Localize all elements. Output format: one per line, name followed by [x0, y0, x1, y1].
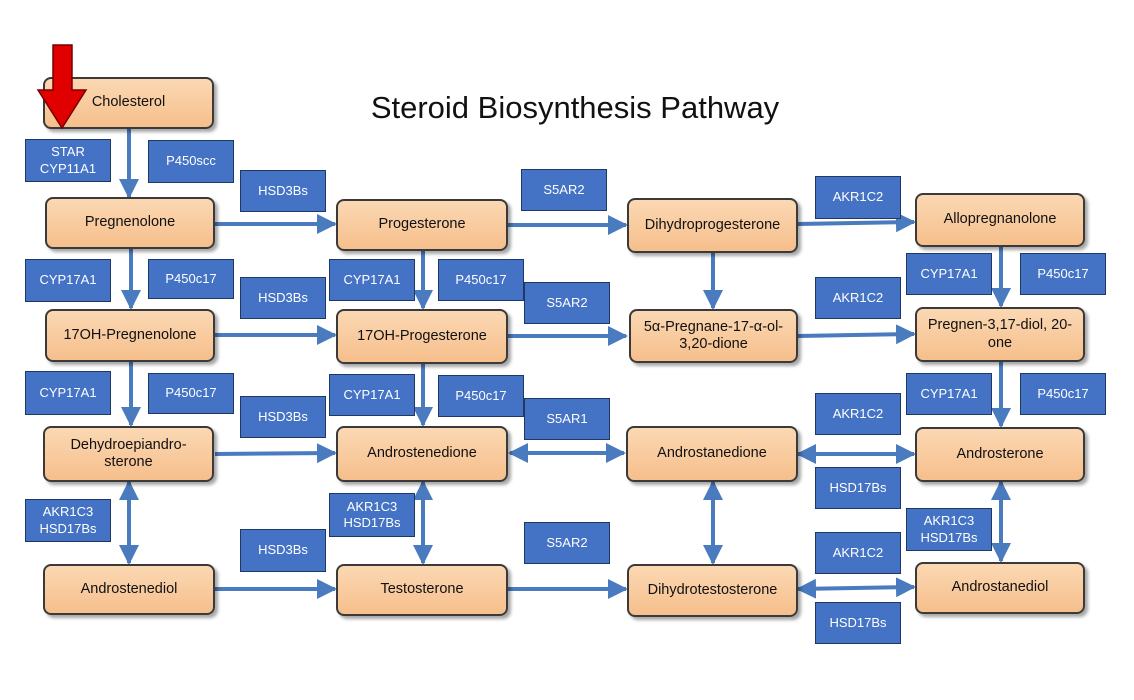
enzyme-hsd3bs-1: HSD3Bs — [240, 170, 326, 212]
enzyme-akr1c3-hsd17bs-3: AKR1C3 HSD17Bs — [906, 508, 992, 551]
enzyme-hsd3bs-4: HSD3Bs — [240, 529, 326, 572]
arrow-dihydroprogesterone-allopregnanolone — [797, 212, 916, 233]
node-androstenediol-left: Androstenediol — [43, 564, 215, 615]
arrow-dihydrotestosterone-androstanediol — [796, 577, 916, 599]
enzyme-star-cyp11a1: STAR CYP11A1 — [25, 139, 111, 182]
enzyme-cyp17a1-6: CYP17A1 — [906, 373, 992, 415]
enzyme-hsd3bs-3: HSD3Bs — [240, 396, 326, 438]
enzyme-p450c17-6: P450c17 — [1020, 373, 1106, 415]
enzyme-p450c17-5: P450c17 — [1020, 253, 1106, 295]
enzyme-cyp17a1-1: CYP17A1 — [25, 259, 111, 302]
enzyme-cyp17a1-5: CYP17A1 — [906, 253, 992, 295]
node-dihydroprogesterone: Dihydroprogesterone — [627, 198, 798, 253]
diagram-title: Steroid Biosynthesis Pathway — [370, 90, 780, 125]
enzyme-akr1c2-3: AKR1C2 — [815, 393, 901, 435]
node-pregnen-diol: Pregnen-3,17-diol, 20- one — [915, 307, 1085, 362]
enzyme-cyp17a1-3: CYP17A1 — [329, 259, 415, 301]
enzyme-s5ar2-3: S5AR2 — [524, 522, 610, 564]
node-17oh-pregnenolone: 17OH-Pregnenolone — [45, 309, 215, 362]
enzyme-p450c17-2: P450c17 — [148, 373, 234, 414]
node-progesterone: Progesterone — [336, 199, 508, 251]
enzyme-cyp17a1-2: CYP17A1 — [25, 371, 111, 415]
enzyme-s5ar2-2: S5AR2 — [524, 282, 610, 324]
enzyme-p450c17-1: P450c17 — [148, 259, 234, 299]
enzyme-akr1c2-2: AKR1C2 — [815, 277, 901, 319]
node-pregnenolone: Pregnenolone — [45, 197, 215, 249]
enzyme-s5ar1: S5AR1 — [524, 398, 610, 440]
arrow-pregnane-pregnen-diol — [797, 324, 916, 345]
node-androstanediol-right: Androstanediol — [915, 562, 1085, 614]
enzyme-akr1c3-hsd17bs-1: AKR1C3 HSD17Bs — [25, 499, 111, 542]
enzyme-p450c17-4: P450c17 — [438, 375, 524, 417]
enzyme-hsd3bs-2: HSD3Bs — [240, 277, 326, 319]
enzyme-p450c17-3: P450c17 — [438, 259, 524, 301]
node-dhea: Dehydroepiandro- sterone — [43, 426, 214, 482]
enzyme-p450scc: P450scc — [148, 140, 234, 183]
node-17oh-progesterone: 17OH-Progesterone — [336, 309, 508, 364]
node-androsterone: Androsterone — [915, 427, 1085, 482]
enzyme-hsd17bs-1: HSD17Bs — [815, 467, 901, 509]
enzyme-akr1c2-1: AKR1C2 — [815, 176, 901, 219]
arrow-dhea-androstenedione — [214, 443, 337, 464]
node-dihydrotestosterone: Dihydrotestosterone — [627, 564, 798, 617]
node-allopregnanolone: Allopregnanolone — [915, 193, 1085, 247]
enzyme-akr1c2-4: AKR1C2 — [815, 532, 901, 574]
enzyme-cyp17a1-4: CYP17A1 — [329, 374, 415, 416]
node-pregnane: 5α-Pregnane-17-α-ol- 3,20-dione — [629, 309, 798, 363]
node-testosterone: Testosterone — [336, 564, 508, 616]
enzyme-s5ar2-1: S5AR2 — [521, 169, 607, 211]
enzyme-hsd17bs-2: HSD17Bs — [815, 602, 901, 644]
